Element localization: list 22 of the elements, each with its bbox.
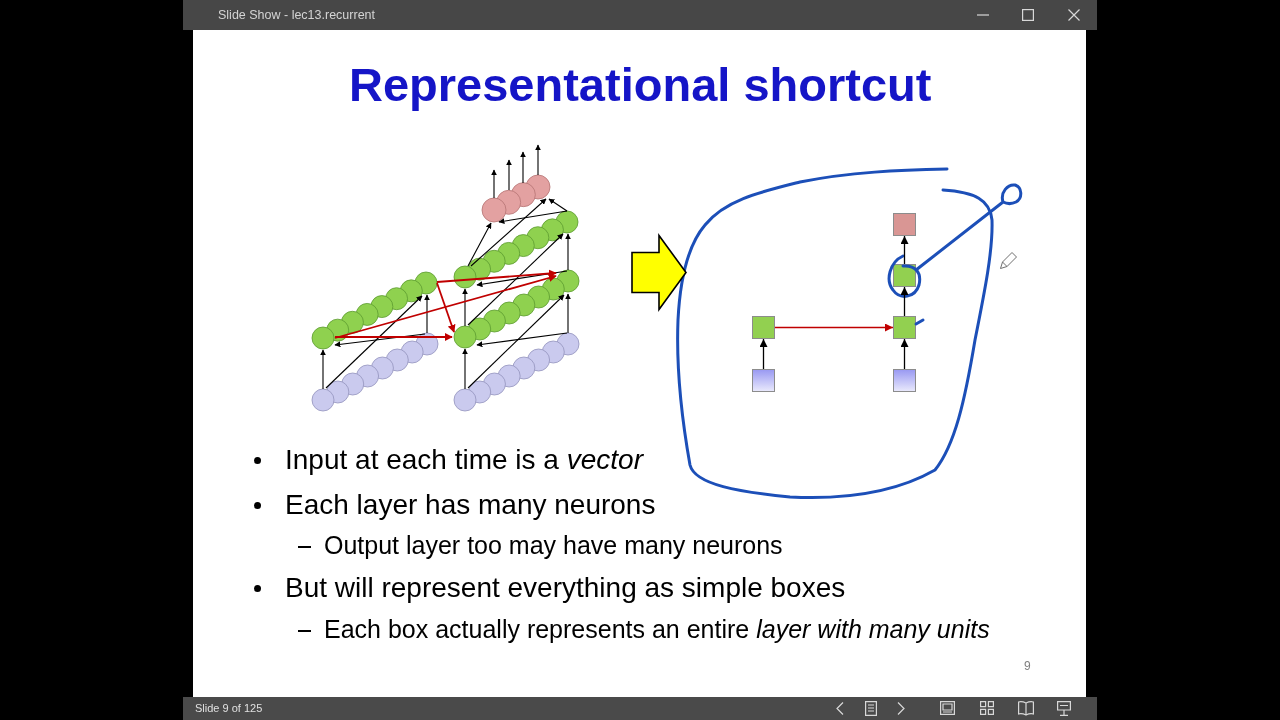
output-layer-box xyxy=(893,213,916,236)
arrow xyxy=(900,338,909,370)
hand-drawn-loop xyxy=(675,165,997,501)
hidden-layer-box xyxy=(752,316,775,339)
hidden-layer-box xyxy=(893,316,916,339)
block-arrow xyxy=(631,233,687,312)
arrow xyxy=(759,338,768,370)
sub-bullet-text: Each box actually represents an entire layer with many units xyxy=(324,615,990,644)
arrow xyxy=(900,286,909,317)
bullet-text: Each layer has many neurons xyxy=(285,488,656,521)
arrow xyxy=(900,235,909,265)
window-title: Slide Show - lec13.recurrent xyxy=(218,7,376,23)
input-layer-box xyxy=(893,369,916,392)
hidden-layer-box xyxy=(893,264,916,287)
page-number: 9 xyxy=(1024,659,1031,673)
bullet-text: Input at each time is a vector xyxy=(285,443,643,476)
input-layer-box xyxy=(752,369,775,392)
slide-title: Representational shortcut xyxy=(349,58,932,112)
slide-counter: Slide 9 of 125 xyxy=(195,701,263,715)
arrow xyxy=(774,323,894,332)
sub-bullet-text: Output layer too may have many neurons xyxy=(324,531,783,560)
bullet-text: But will represent everything as simple boxes xyxy=(285,571,846,604)
